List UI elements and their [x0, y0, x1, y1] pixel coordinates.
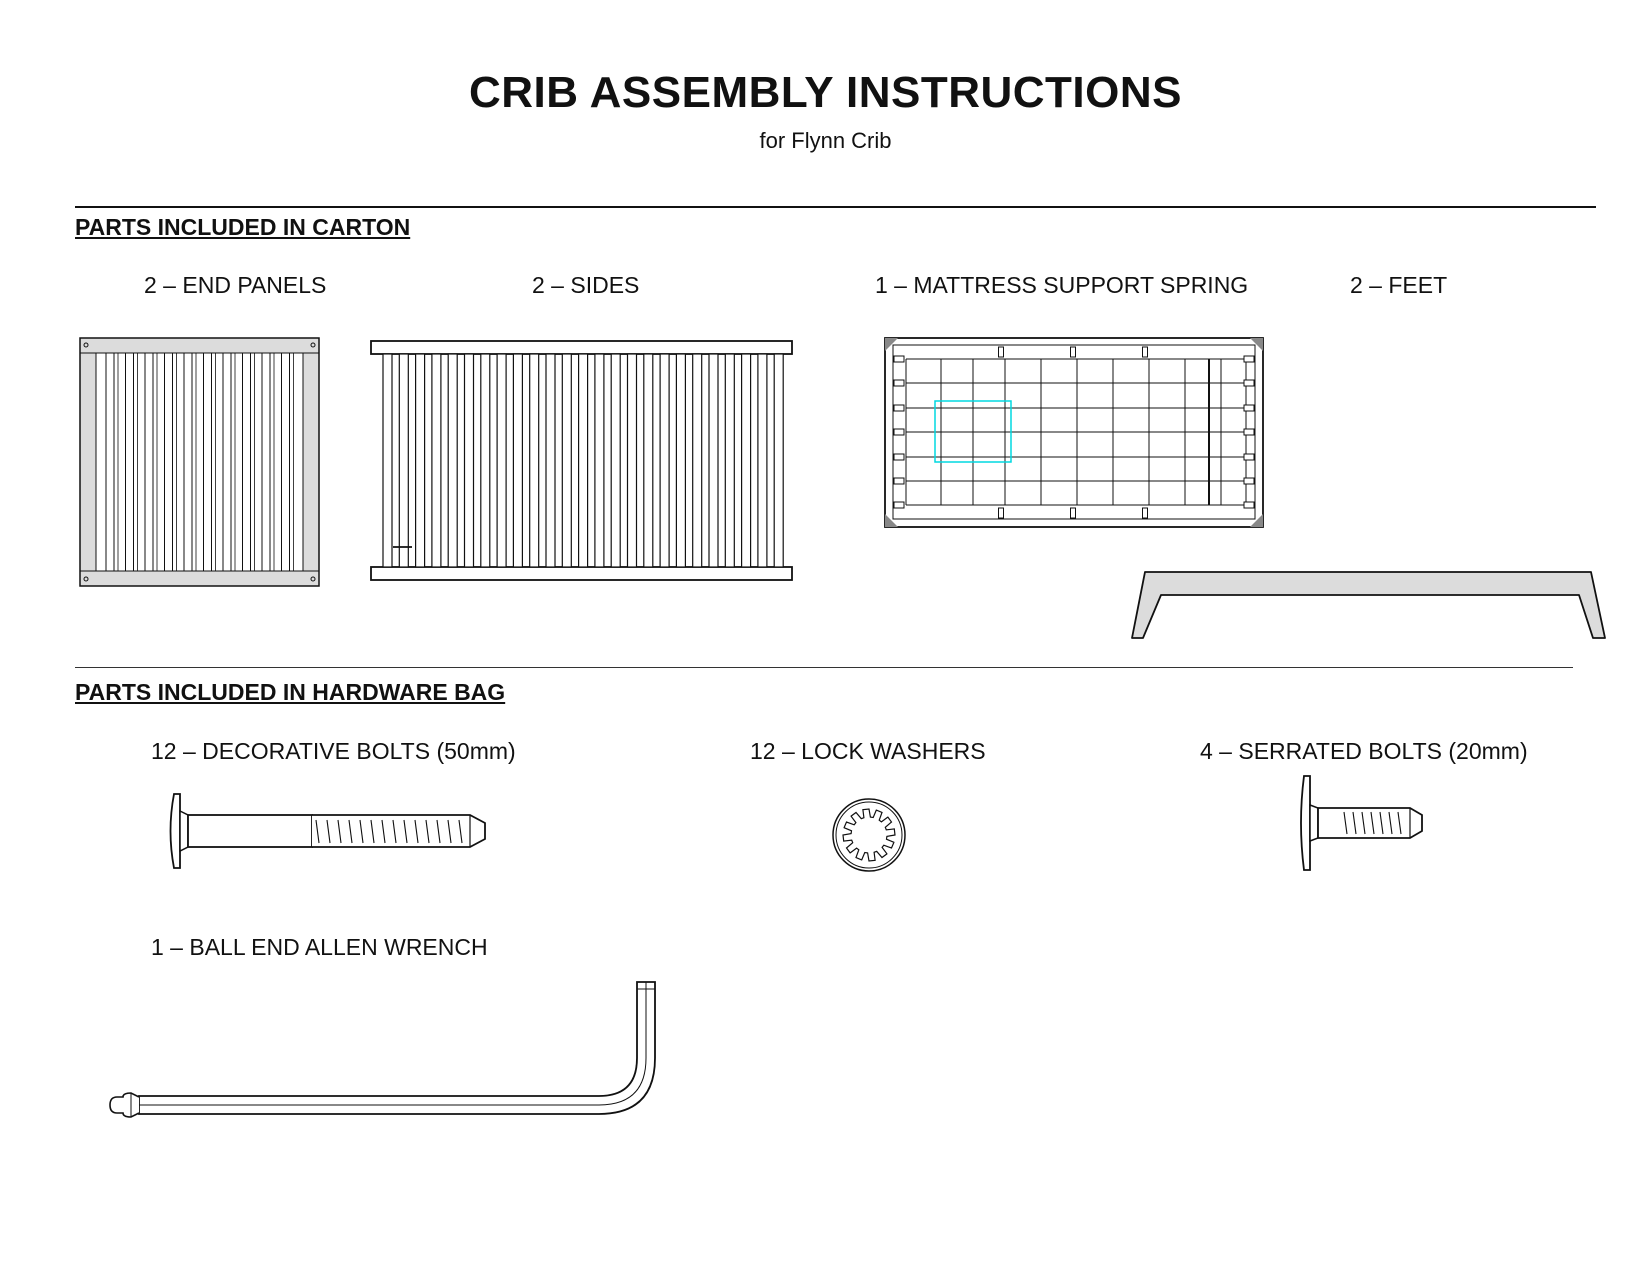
- side-slat: [610, 353, 621, 568]
- end-panel-slat: [125, 352, 134, 572]
- serrated-thread: [1361, 811, 1366, 835]
- side-slat: [643, 353, 654, 568]
- side-slat: [545, 353, 556, 568]
- decorative-bolts-label: 12 – DECORATIVE BOLTS (50mm): [151, 738, 516, 764]
- serrated-thread: [1352, 811, 1357, 835]
- serrated-thread: [1379, 811, 1384, 835]
- mattress-spring-label: 1 – MATTRESS SUPPORT SPRING: [875, 272, 1249, 298]
- bolt-thread: [414, 819, 419, 844]
- spring-clip: [893, 501, 905, 509]
- bolt-thread: [315, 819, 320, 844]
- lock-washer-icon: [832, 798, 906, 872]
- bolt-thread: [370, 819, 375, 844]
- end-panel-slat: [203, 352, 212, 572]
- side-slat: [594, 353, 605, 568]
- middle-divider: [75, 667, 1573, 668]
- side-slat: [561, 353, 572, 568]
- bolt-thread: [458, 819, 463, 844]
- spring-clip: [893, 404, 905, 412]
- side-slat: [757, 353, 768, 568]
- side-slat: [414, 353, 426, 568]
- feet-label: 2 – FEET: [1350, 272, 1448, 298]
- spring-clip: [1243, 355, 1255, 363]
- side-slat: [447, 353, 458, 568]
- spring-clip: [1243, 501, 1255, 509]
- side-slat: [578, 353, 589, 568]
- lock-washers-label: 12 – LOCK WASHERS: [750, 738, 986, 764]
- end-panel-slat: [281, 352, 290, 572]
- side-slat: [741, 353, 752, 568]
- spring-clip: [1243, 379, 1255, 387]
- washer-teeth: [842, 808, 896, 862]
- bolt-thread: [447, 819, 452, 844]
- end-panel-slat: [144, 352, 154, 572]
- spring-clip: [998, 507, 1004, 519]
- end-panel-slat: [222, 352, 232, 572]
- bolt-thread: [348, 819, 353, 844]
- side-rail-icon: [370, 340, 793, 581]
- side-slat: [512, 353, 523, 568]
- side-slat: [463, 353, 475, 568]
- serrated-bolt-icon: [1300, 775, 1423, 871]
- bolt-thread: [326, 819, 331, 844]
- side-slat: [692, 353, 703, 568]
- bolt-thread: [337, 819, 342, 844]
- serrated-thread: [1343, 811, 1348, 835]
- end-panel-slat: [183, 352, 193, 572]
- spring-clip: [893, 428, 905, 436]
- side-slat: [398, 353, 409, 568]
- spring-clip: [1070, 346, 1076, 358]
- spring-clip: [1243, 477, 1255, 485]
- hardware-section-heading: PARTS INCLUDED IN HARDWARE BAG: [75, 679, 506, 705]
- spring-clip: [893, 355, 905, 363]
- serrated-thread: [1370, 811, 1375, 835]
- side-slat: [708, 353, 719, 568]
- side-slat: [431, 353, 442, 568]
- end-panel-slat: [164, 352, 173, 572]
- bolt-thread: [403, 819, 408, 844]
- bolt-thread: [381, 819, 386, 844]
- side-slat: [773, 353, 784, 568]
- spring-clip: [893, 379, 905, 387]
- spring-clip: [1243, 453, 1255, 461]
- spring-clip: [1070, 507, 1076, 519]
- decorative-bolt-icon: [169, 793, 486, 869]
- bolt-thread: [436, 819, 441, 844]
- serrated-thread: [1397, 811, 1402, 835]
- spring-clip: [893, 477, 905, 485]
- side-slat: [675, 353, 686, 568]
- spring-clip: [998, 346, 1004, 358]
- side-slat: [724, 353, 735, 568]
- sides-label: 2 – SIDES: [532, 272, 640, 298]
- spring-clip: [1243, 428, 1255, 436]
- side-slat: [496, 353, 507, 568]
- bolt-thread: [425, 819, 430, 844]
- end-panel-slat: [242, 352, 251, 572]
- spring-clip: [1142, 507, 1148, 519]
- serrated-bolts-label: 4 – SERRATED BOLTS (20mm): [1200, 738, 1528, 764]
- spring-clip: [893, 453, 905, 461]
- allen-wrench-icon: [109, 981, 656, 1118]
- spring-clip: [1142, 346, 1148, 358]
- bolt-thread: [359, 819, 364, 844]
- side-slat: [529, 353, 540, 568]
- serrated-thread: [1388, 811, 1393, 835]
- carton-section-heading: PARTS INCLUDED IN CARTON: [75, 214, 411, 240]
- side-slat: [480, 353, 491, 568]
- foot-icon: [1131, 571, 1606, 639]
- page-title: CRIB ASSEMBLY INSTRUCTIONS: [468, 68, 1182, 117]
- side-slat: [626, 353, 638, 568]
- end-panels-label: 2 – END PANELS: [144, 272, 327, 298]
- end-panel-slat: [261, 352, 271, 572]
- spring-clip: [1243, 404, 1255, 412]
- bolt-thread: [392, 819, 397, 844]
- allen-wrench-label: 1 – BALL END ALLEN WRENCH: [151, 934, 488, 960]
- side-slat: [382, 353, 393, 568]
- end-panel-slat: [105, 352, 115, 572]
- page-subtitle: for Flynn Crib: [759, 128, 892, 153]
- end-panel-icon: [79, 337, 320, 587]
- side-slat: [659, 353, 670, 568]
- top-divider: [75, 206, 1596, 208]
- mattress-spring-icon: [884, 337, 1264, 528]
